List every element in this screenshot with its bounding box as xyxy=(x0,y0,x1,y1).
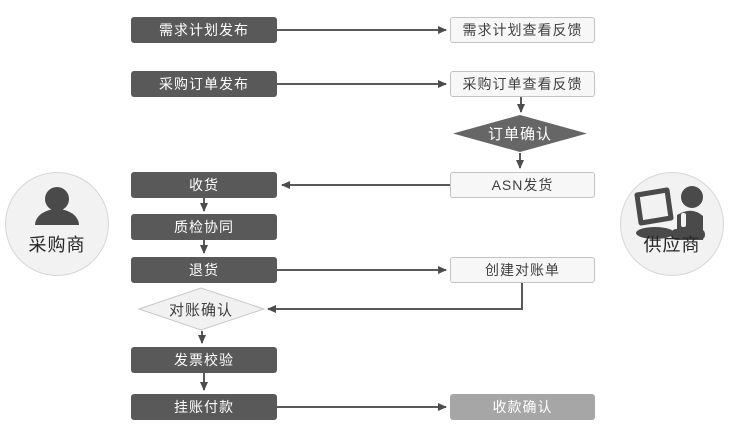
node-quality-collab: 质检协同 xyxy=(131,214,277,240)
node-invoice-check: 发票校验 xyxy=(131,347,277,373)
node-goods-receipt: 收货 xyxy=(131,172,277,198)
diamond-statement-confirm xyxy=(137,287,266,331)
actor-buyer: 采购商 xyxy=(5,172,109,276)
node-book-payment: 挂账付款 xyxy=(131,394,277,420)
person-silhouette-icon xyxy=(35,187,79,225)
node-demand-plan-feedback: 需求计划查看反馈 xyxy=(450,17,595,43)
node-create-statement: 创建对账单 xyxy=(450,257,595,283)
node-receipt-confirm: 收款确认 xyxy=(450,394,595,420)
node-demand-plan-publish: 需求计划发布 xyxy=(131,17,277,43)
diamond-label-statement-confirm: 对账确认 xyxy=(168,302,233,319)
actor-supplier-label: 供应商 xyxy=(643,235,701,255)
actor-buyer-label: 采购商 xyxy=(28,235,86,255)
person-with-laptop-icon xyxy=(634,186,705,240)
diamond-label-order-confirm: 订单确认 xyxy=(487,126,552,143)
node-goods-return: 退货 xyxy=(131,257,277,283)
arrow-statement-to-confirm xyxy=(267,283,523,313)
node-po-publish: 采购订单发布 xyxy=(131,71,277,97)
actor-supplier: 供应商 xyxy=(620,172,724,276)
diamond-order-confirm xyxy=(453,115,587,152)
node-po-feedback: 采购订单查看反馈 xyxy=(450,71,595,97)
node-asn-shipping: ASN发货 xyxy=(450,172,595,198)
